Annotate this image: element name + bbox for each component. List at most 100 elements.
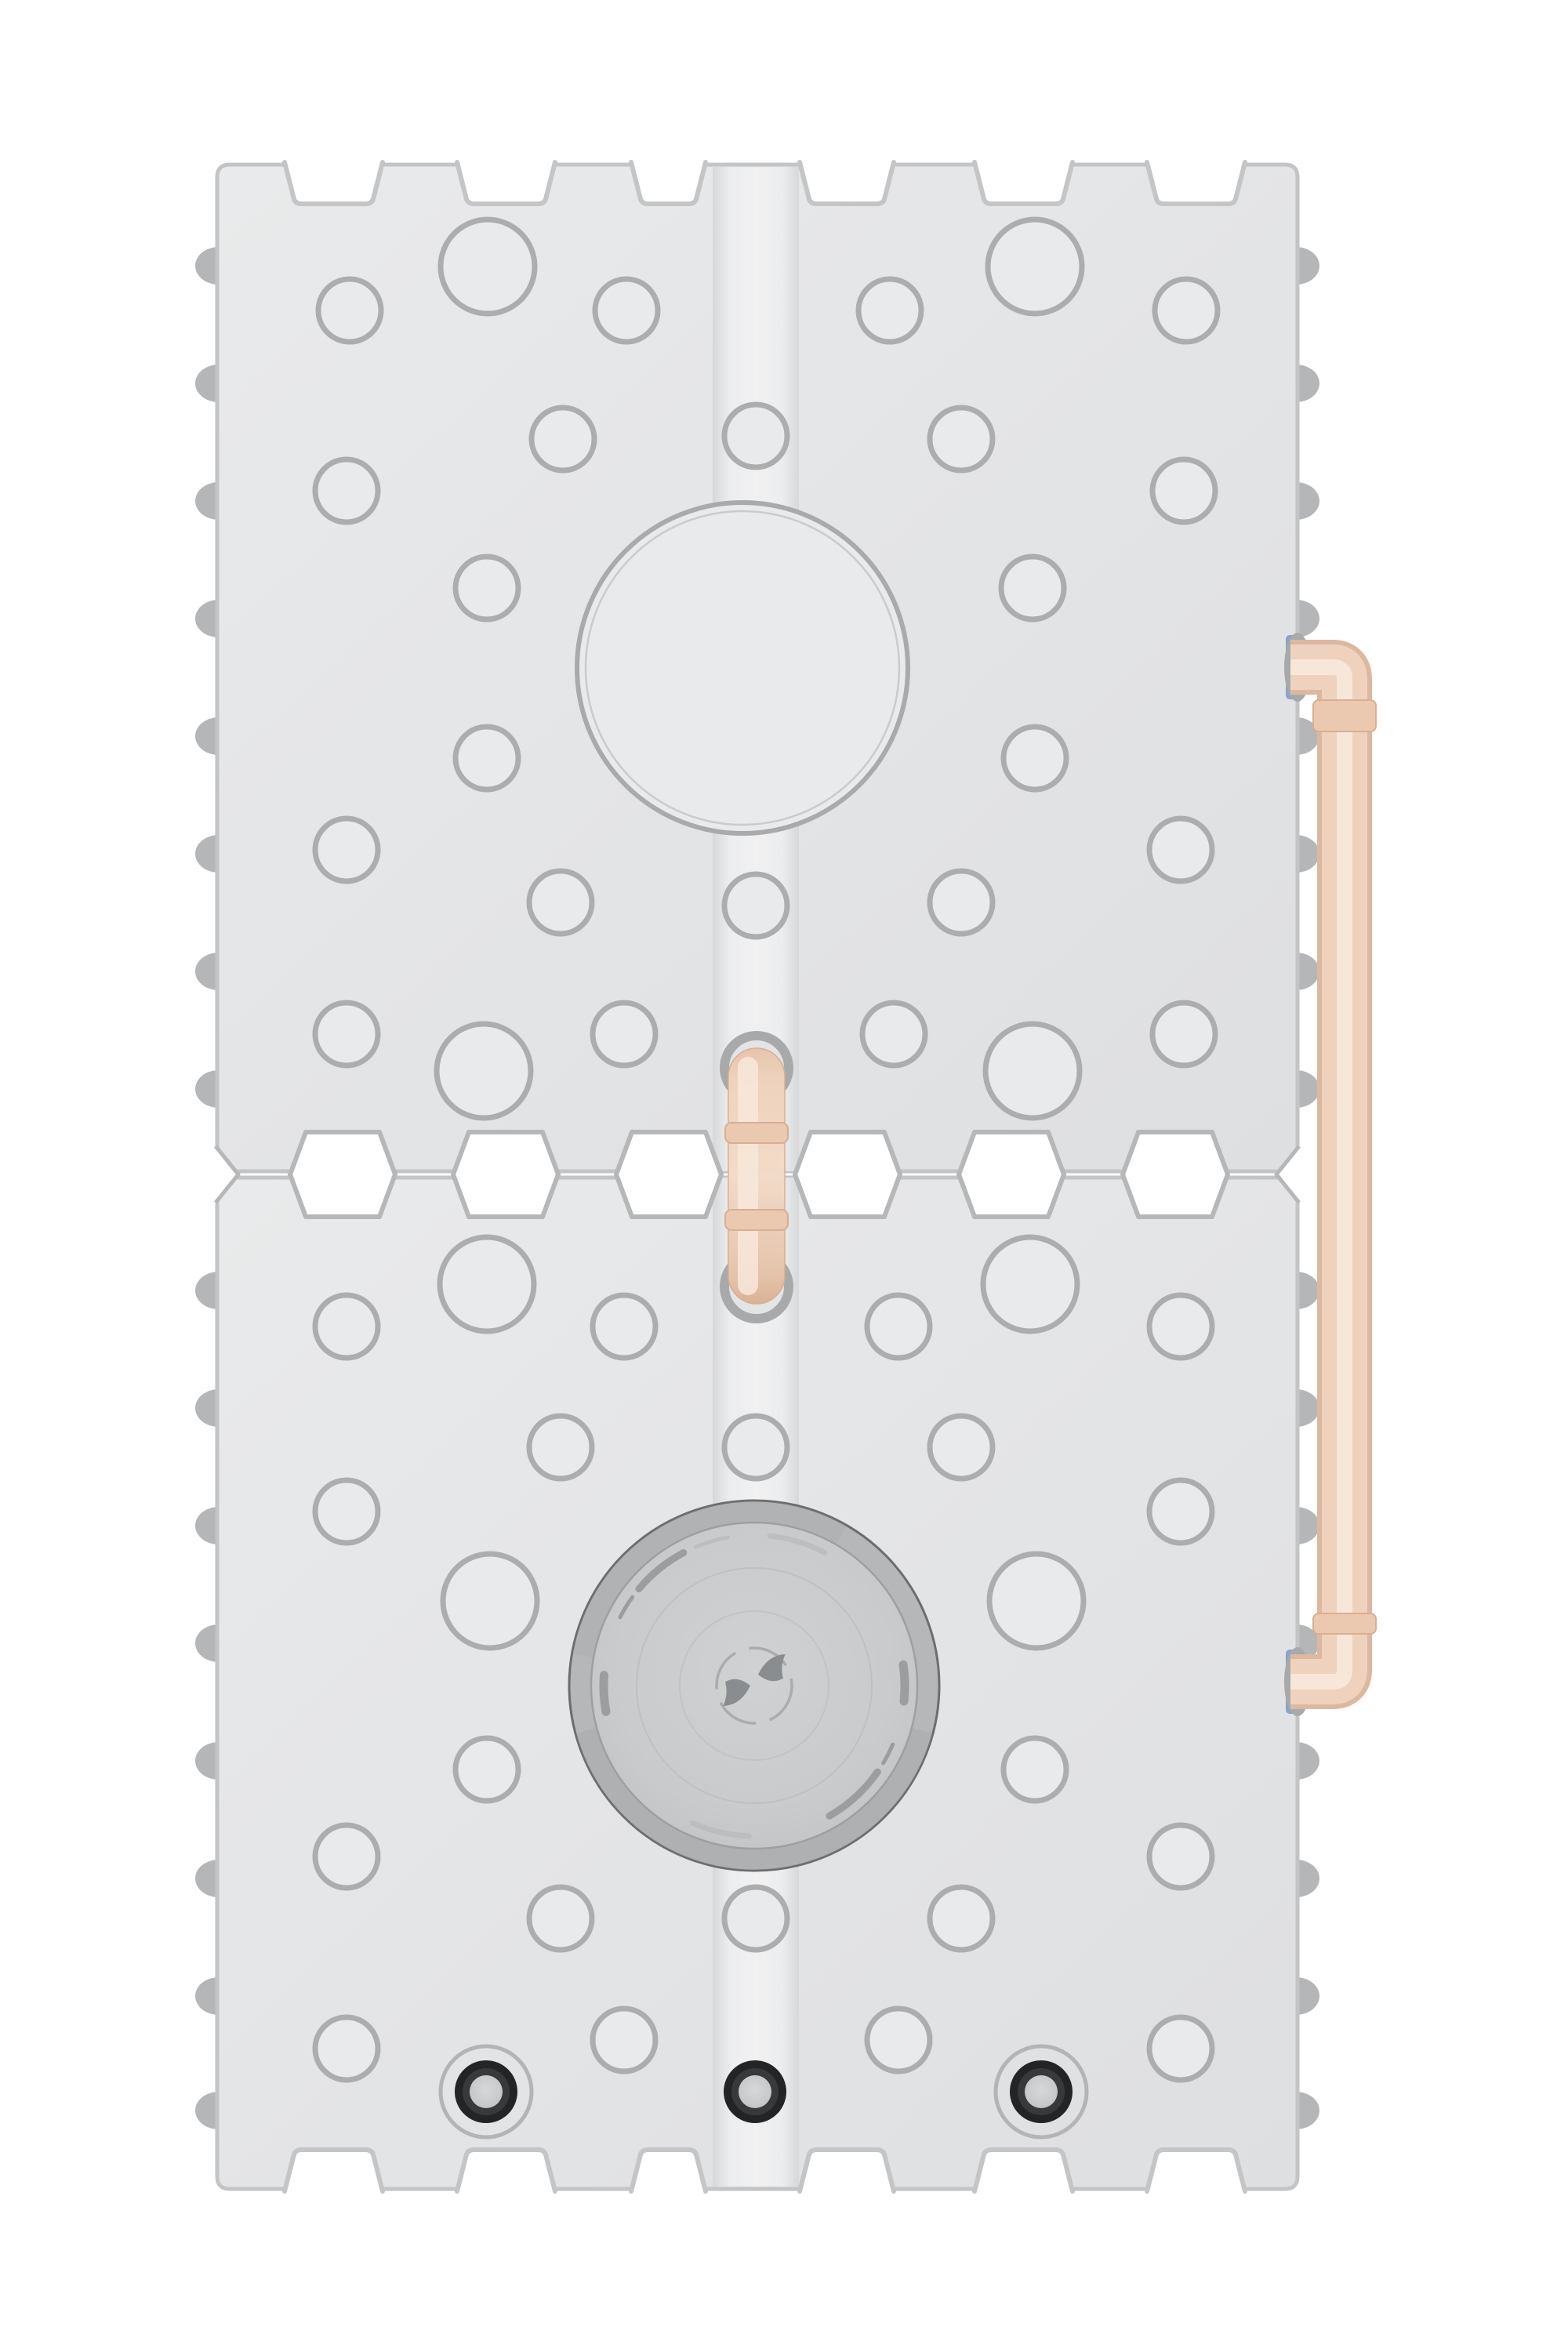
mounting-hole bbox=[1146, 1822, 1215, 1891]
large-mounting-hole bbox=[986, 1551, 1087, 1651]
grommet bbox=[438, 2044, 534, 2140]
mounting-hole bbox=[312, 1000, 381, 1069]
mounting-hole bbox=[864, 1292, 933, 1361]
mounting-hole bbox=[855, 276, 924, 345]
disc-slot bbox=[826, 1768, 881, 1820]
icon-leaf bbox=[723, 1679, 750, 1707]
seam-opening bbox=[793, 1130, 902, 1219]
mounting-hole bbox=[927, 1884, 996, 1953]
disc-slot bbox=[635, 1548, 688, 1593]
mounting-hole bbox=[590, 2005, 659, 2074]
disc-inner-ring bbox=[679, 1610, 829, 1761]
bottom-edge-notch bbox=[457, 2148, 555, 2194]
mounting-hole bbox=[592, 276, 661, 345]
top-edge-notch-outline bbox=[1145, 160, 1247, 206]
mounting-hole bbox=[1146, 2014, 1215, 2083]
seam-edge-wedge bbox=[214, 1146, 238, 1203]
top-edge-notch-outline bbox=[282, 160, 385, 206]
top-edge-notch bbox=[1147, 160, 1245, 205]
mounting-hole bbox=[1000, 1735, 1069, 1804]
mounting-hole bbox=[315, 276, 384, 345]
disc-face bbox=[591, 1523, 917, 1849]
mounting-hole bbox=[721, 1884, 790, 1953]
bottom-edge-notch-outline bbox=[455, 2147, 557, 2194]
large-mounting-hole bbox=[440, 1551, 540, 1651]
grommet-outer-ring bbox=[438, 2044, 534, 2140]
mounting-hole bbox=[452, 554, 521, 622]
mounting-hole bbox=[1149, 1000, 1218, 1069]
bottom-edge-notch bbox=[975, 2148, 1073, 2194]
bottom-edge-notch bbox=[1147, 2148, 1245, 2194]
disc-slot bbox=[881, 1742, 895, 1766]
mounting-hole bbox=[312, 1477, 381, 1546]
mounting-hole bbox=[526, 1884, 595, 1953]
mounting-hole bbox=[1146, 815, 1215, 884]
pipe-collar bbox=[1312, 1613, 1377, 1635]
mounting-hole bbox=[721, 401, 790, 470]
top-edge-notch-outline bbox=[455, 160, 557, 206]
large-mounting-hole bbox=[985, 216, 1085, 317]
disc-slot bbox=[767, 1533, 828, 1555]
coupling-collar bbox=[724, 1122, 789, 1144]
mounting-hole bbox=[526, 1413, 595, 1482]
seam-opening bbox=[614, 1130, 724, 1219]
copper-pipe-highlight bbox=[1290, 659, 1352, 1690]
large-boss-circle bbox=[575, 500, 910, 836]
disc-band-shading bbox=[576, 1728, 932, 1870]
grommet-face bbox=[1025, 2075, 1058, 2108]
top-edge-notch bbox=[631, 160, 706, 205]
mounting-hole bbox=[1146, 1292, 1215, 1361]
bottom-edge-notch bbox=[631, 2148, 706, 2194]
mounting-hole bbox=[312, 815, 381, 884]
disc-slot bbox=[690, 1820, 752, 1839]
top-edge-notch-outline bbox=[797, 160, 896, 206]
mounting-hole bbox=[590, 1000, 659, 1069]
mounting-hole bbox=[312, 2014, 381, 2083]
mounting-hole bbox=[452, 724, 521, 793]
mounting-hole bbox=[312, 1292, 381, 1361]
large-mounting-hole bbox=[980, 1234, 1080, 1334]
mounting-hole bbox=[927, 405, 996, 474]
top-edge-notch bbox=[457, 160, 555, 205]
top-edge-notch-outline bbox=[972, 160, 1075, 206]
mounting-hole bbox=[312, 1822, 381, 1891]
mounting-hole bbox=[452, 1735, 521, 1804]
seam-opening bbox=[288, 1130, 397, 1219]
mounting-hole bbox=[721, 871, 790, 940]
coupling-tube-highlight bbox=[738, 1057, 758, 1295]
mounting-hole bbox=[526, 868, 595, 937]
seam-opening bbox=[451, 1130, 561, 1219]
mounting-hole bbox=[859, 1000, 928, 1069]
grommet-outer-ring bbox=[993, 2044, 1089, 2140]
pump-disc bbox=[568, 1499, 941, 1872]
seam-edge-wedge bbox=[1276, 1146, 1301, 1203]
top-edge-notch-outline bbox=[629, 160, 708, 206]
coupling-collar bbox=[724, 1209, 789, 1231]
mounting-hole bbox=[528, 405, 597, 474]
large-mounting-hole bbox=[437, 1234, 537, 1334]
seam-opening bbox=[956, 1130, 1066, 1219]
bottom-edge-notch bbox=[800, 2148, 894, 2194]
bottom-edge-notch bbox=[285, 2148, 383, 2194]
bottom-edge-notch-outline bbox=[1145, 2147, 1247, 2194]
pipe-collar bbox=[1312, 699, 1377, 732]
mounting-hole bbox=[864, 2005, 933, 2074]
disc-slot bbox=[693, 1535, 731, 1549]
mounting-hole bbox=[590, 1292, 659, 1361]
mounting-hole bbox=[1146, 1477, 1215, 1546]
grommet bbox=[724, 2060, 786, 2123]
grommet bbox=[993, 2044, 1089, 2140]
disc-slot bbox=[898, 1660, 909, 1706]
bottom-edge-notch-outline bbox=[282, 2147, 385, 2194]
large-boss-inner-ring bbox=[584, 510, 901, 826]
seam-edge-wedge-outline bbox=[214, 1145, 241, 1204]
mounting-hole bbox=[998, 554, 1067, 622]
disc-band-shading bbox=[572, 1501, 847, 1657]
mounting-hole bbox=[721, 1413, 790, 1482]
bottom-edge-notch-outline bbox=[629, 2147, 708, 2194]
mounting-hole bbox=[312, 456, 381, 525]
top-edge-notch bbox=[800, 160, 894, 205]
icon-leaf bbox=[758, 1653, 786, 1682]
